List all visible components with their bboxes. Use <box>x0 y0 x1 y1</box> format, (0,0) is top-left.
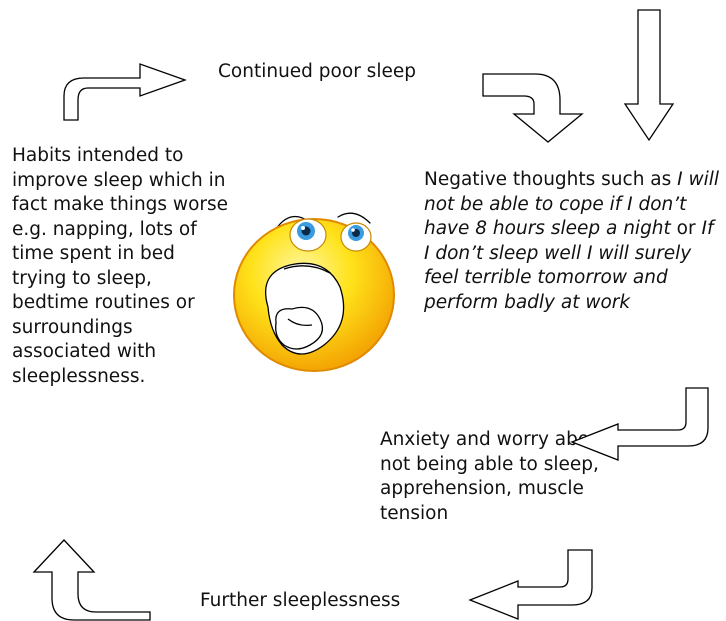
yawning-emoticon-icon <box>233 212 395 372</box>
habits-text: Habits intended to improve sleep which i… <box>12 145 229 387</box>
curved-arrow-down-icon <box>482 73 584 143</box>
negative-thoughts-text: Negative thoughts such as I will not be … <box>424 168 724 315</box>
negative-thought-example-1: I will not be able to cope if I don’t ha… <box>424 169 720 239</box>
negative-thoughts-or: or <box>670 218 702 239</box>
anxiety-text: Anxiety and worry about not being able t… <box>380 429 609 524</box>
vertical-arrow-down-icon <box>623 9 675 142</box>
curved-arrow-right-icon <box>63 63 187 121</box>
curved-arrow-left-bottom-icon <box>468 549 593 620</box>
further-sleeplessness-label: Further sleeplessness <box>200 590 401 611</box>
negative-thoughts-intro: Negative thoughts such as <box>424 169 678 190</box>
curved-arrow-left-icon <box>570 387 709 461</box>
curved-arrow-up-icon <box>32 539 151 621</box>
negative-thought-example-2: If I don’t sleep well I will surely feel… <box>424 218 714 313</box>
continued-poor-sleep-label: Continued poor sleep <box>218 61 416 82</box>
